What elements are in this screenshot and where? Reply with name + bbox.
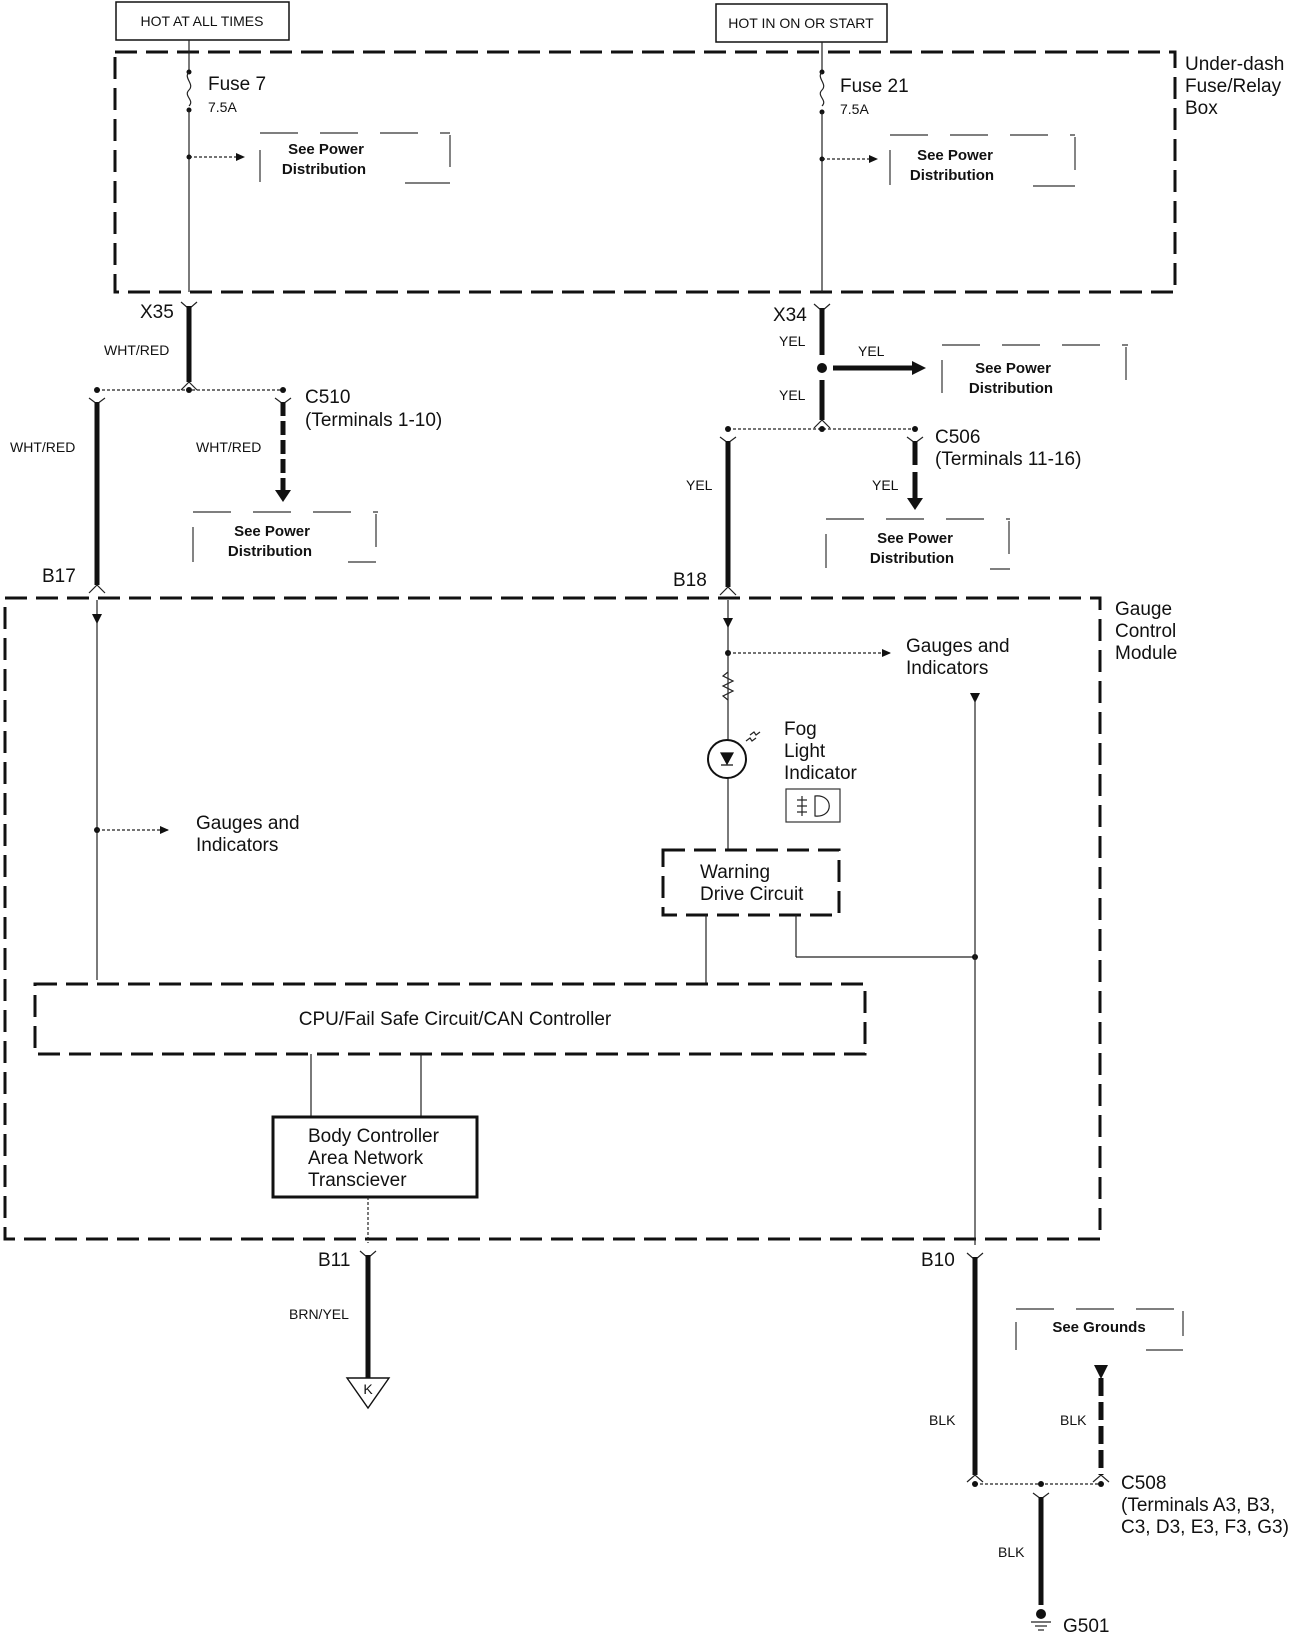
see-power-text-3b: Distribution	[228, 543, 312, 560]
x35-label: X35	[140, 302, 174, 323]
wire-label-wht-red-1: WHT/RED	[104, 342, 169, 358]
wire-label-yel-2: YEL	[858, 343, 885, 359]
see-power-distribution-ref-1[interactable]: See Power Distribution	[259, 132, 451, 184]
c508-label: C508	[1121, 1473, 1166, 1494]
hot-at-all-times-label: HOT AT ALL TIMES	[141, 13, 264, 29]
fog-label-2: Light	[784, 741, 826, 762]
ground-g501: G501	[1031, 1609, 1109, 1632]
connector-b10: B10 BLK	[921, 1250, 984, 1483]
wire-label-blk-1: BLK	[929, 1412, 956, 1428]
warning-drive-circuit: Warning Drive Circuit	[661, 848, 978, 984]
warning-label-1: Warning	[700, 862, 770, 883]
fog-label-3: Indicator	[784, 763, 858, 784]
hot-at-all-times-box: HOT AT ALL TIMES	[115, 1, 290, 41]
see-power-text-2b: Distribution	[910, 167, 994, 184]
wire-label-blk-3: BLK	[998, 1544, 1025, 1560]
connector-c510: C510 (Terminals 1-10) WHT/RED WHT/RED	[10, 387, 442, 585]
c506-terminals: (Terminals 11-16)	[935, 449, 1081, 470]
fuse-7-rating: 7.5A	[208, 99, 237, 115]
fuse-box-label-3: Box	[1185, 98, 1218, 119]
b18-label: B18	[673, 570, 707, 591]
hot-in-on-or-start-label: HOT IN ON OR START	[728, 15, 874, 31]
see-power-distribution-ref-4[interactable]: See Power Distribution	[941, 344, 1128, 397]
see-power-text-1a: See Power	[288, 141, 364, 158]
wire-label-yel-4: YEL	[686, 477, 713, 493]
fuse-box-label-2: Fuse/Relay	[1185, 76, 1282, 97]
fuse-21: Fuse 21 7.5A	[819, 42, 909, 292]
fuse-icon	[186, 71, 192, 107]
k-reference-label: K	[363, 1381, 373, 1397]
wire-label-yel-1: YEL	[779, 333, 806, 349]
fuse-21-rating: 7.5A	[840, 101, 869, 117]
wire-label-wht-red-2: WHT/RED	[10, 439, 75, 455]
connector-c506: C506 (Terminals 11-16) YEL YEL	[686, 426, 1081, 587]
gauges-indicators-right-2: Indicators	[906, 658, 988, 679]
hot-in-on-or-start-box: HOT IN ON OR START	[715, 3, 888, 43]
connector-x35: X35 WHT/RED	[104, 301, 198, 391]
gauges-indicators-left-2: Indicators	[196, 835, 278, 856]
wire-label-wht-red-3: WHT/RED	[196, 439, 261, 455]
k-reference-triangle[interactable]: K	[345, 1377, 391, 1410]
see-power-text-4b: Distribution	[969, 380, 1053, 397]
light-emission-icon	[745, 731, 761, 742]
gauges-indicators-right-1: Gauges and	[906, 636, 1010, 657]
c510-terminals: (Terminals 1-10)	[305, 410, 442, 431]
connector-b17: B17 Gauges and Indicators	[42, 566, 300, 980]
c508-terminals-2: C3, D3, E3, F3, G3)	[1121, 1517, 1289, 1538]
under-dash-fuse-relay-box: Under-dash Fuse/Relay Box	[113, 50, 1284, 294]
see-power-text-2a: See Power	[917, 147, 993, 164]
fuse-7: Fuse 7 7.5A	[186, 40, 266, 292]
bcan-label-3: Transciever	[308, 1170, 407, 1191]
see-grounds-ref[interactable]: See Grounds	[1015, 1308, 1184, 1351]
connector-c508: BLK C508 (Terminals A3, B3, C3, D3, E3, …	[972, 1365, 1289, 1605]
gauges-indicators-left-1: Gauges and	[196, 813, 300, 834]
fuse-icon	[819, 71, 825, 107]
body-controller-area-network-transceiver: Body Controller Area Network Transciever	[271, 1115, 479, 1243]
see-power-text-4a: See Power	[975, 360, 1051, 377]
fog-label-1: Fog	[784, 719, 817, 740]
see-power-text-5b: Distribution	[870, 550, 954, 567]
see-power-distribution-ref-2[interactable]: See Power Distribution	[889, 134, 1076, 187]
c508-terminals-1: (Terminals A3, B3,	[1121, 1495, 1275, 1516]
warning-label-2: Drive Circuit	[700, 884, 804, 905]
connector-x34: X34 YEL YEL YEL	[773, 303, 926, 429]
gauge-control-module: Gauge Control Module	[3, 596, 1177, 1241]
see-grounds-text: See Grounds	[1052, 1319, 1145, 1336]
gcm-label-3: Module	[1115, 643, 1177, 664]
wire-label-yel-3: YEL	[779, 387, 806, 403]
fog-light-indicator: Fog Light Indicator	[707, 719, 858, 823]
gcm-label-2: Control	[1115, 621, 1176, 642]
see-power-text-1b: Distribution	[282, 161, 366, 178]
gcm-label-1: Gauge	[1115, 599, 1172, 620]
ground-icon	[1031, 1609, 1051, 1631]
connector-b18: B18 Gauges and Indicators	[673, 570, 1010, 850]
fuse-7-name: Fuse 7	[208, 74, 266, 95]
see-power-text-5a: See Power	[877, 530, 953, 547]
b17-label: B17	[42, 566, 76, 587]
c510-label: C510	[305, 387, 350, 408]
connector-b11: B11 BRN/YEL K	[289, 1250, 391, 1410]
bcan-label-1: Body Controller	[308, 1126, 440, 1147]
c506-label: C506	[935, 427, 980, 448]
see-power-text-3a: See Power	[234, 523, 310, 540]
fuse-box-label-1: Under-dash	[1185, 54, 1284, 75]
cpu-fail-safe-can-controller: CPU/Fail Safe Circuit/CAN Controller	[33, 982, 867, 1117]
wire-label-brn-yel: BRN/YEL	[289, 1306, 349, 1322]
see-power-distribution-ref-5[interactable]: See Power Distribution	[825, 518, 1010, 570]
cpu-label: CPU/Fail Safe Circuit/CAN Controller	[299, 1009, 612, 1030]
wire-label-blk-2: BLK	[1060, 1412, 1087, 1428]
x34-label: X34	[773, 305, 807, 326]
g501-label: G501	[1063, 1616, 1109, 1632]
see-power-distribution-ref-3[interactable]: See Power Distribution	[192, 511, 378, 563]
b11-label: B11	[318, 1250, 350, 1271]
wire-label-yel-5: YEL	[872, 477, 899, 493]
fog-light-symbol-icon	[785, 788, 841, 823]
led-diode-icon	[719, 752, 735, 766]
fuse-21-name: Fuse 21	[840, 76, 909, 97]
resistor-icon	[721, 671, 735, 701]
b10-label: B10	[921, 1250, 955, 1271]
ground-line-b10	[970, 693, 980, 1245]
bcan-label-2: Area Network	[308, 1148, 424, 1169]
